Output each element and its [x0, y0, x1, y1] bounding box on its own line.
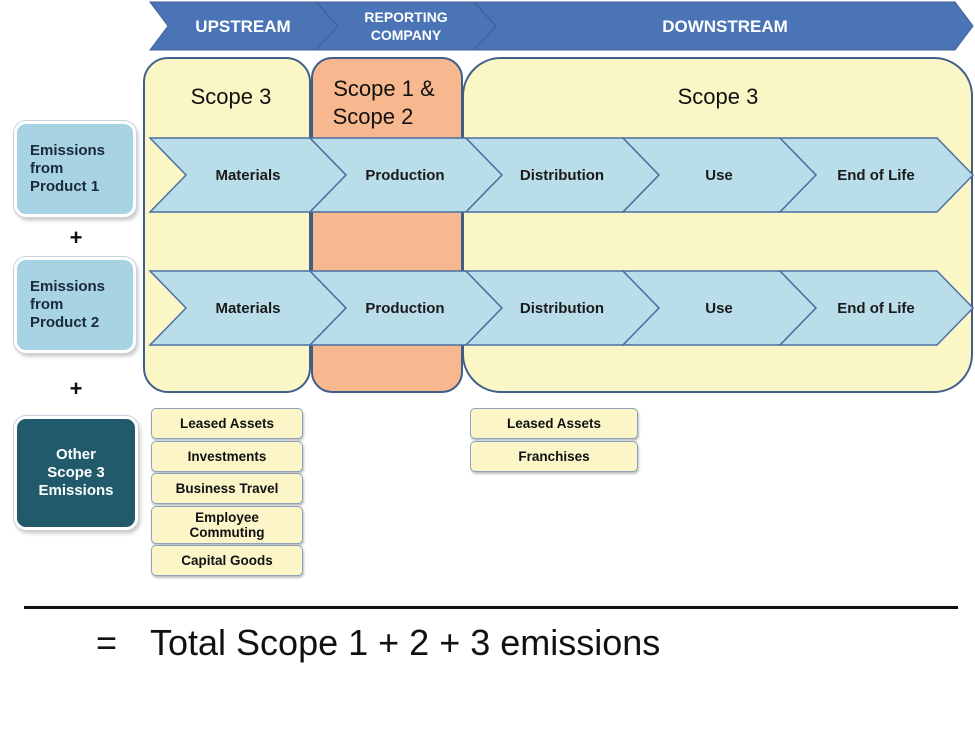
stage-label-use: Use — [705, 300, 733, 317]
tag-label: Business Travel — [175, 481, 279, 496]
downstream-header-arrow — [472, 1, 974, 51]
stage-label-end-of-life: End of Life — [837, 300, 915, 317]
tag-label: Investments — [187, 449, 267, 464]
tag-label: Capital Goods — [181, 553, 273, 568]
product2-label-line3: Product 2 — [30, 314, 100, 331]
upstream-scope-label: Scope 3 — [191, 84, 272, 109]
tag-label: Franchises — [518, 449, 590, 464]
downstream-header-label: DOWNSTREAM — [662, 17, 788, 36]
product1-label-line3: Product 1 — [30, 178, 100, 195]
tag-label: Leased Assets — [179, 416, 275, 431]
stage-arrow-end-of-life — [778, 270, 975, 346]
equals-sign: = — [96, 622, 118, 663]
upstream-tag-business-travel: Business Travel — [151, 473, 303, 504]
product1-emissions-box: Emissions from Product 1 — [14, 121, 136, 217]
tag-label-line2: Commuting — [189, 525, 265, 540]
company-scope-label-line1: Scope 1 & — [333, 76, 435, 101]
other-label-line3: Emissions — [38, 482, 114, 499]
other-label-line2: Scope 3 — [47, 464, 105, 481]
upstream-tag-capital-goods: Capital Goods — [151, 545, 303, 576]
stage-label-materials: Materials — [215, 167, 280, 184]
downstream-tag-franchises: Franchises — [470, 441, 638, 472]
product2-label-line2: from — [30, 296, 64, 313]
upstream-tag-leased-assets: Leased Assets — [151, 408, 303, 439]
stage-label-end-of-life: End of Life — [837, 167, 915, 184]
upstream-header-label: UPSTREAM — [195, 17, 290, 36]
tag-label-line1: Employee — [195, 510, 259, 525]
product1-label-line1: Emissions — [30, 142, 106, 159]
upstream-tag-employee-commuting: Employee Commuting — [151, 506, 303, 544]
stage-label-use: Use — [705, 167, 733, 184]
plus-sign: + — [69, 225, 83, 250]
header-bar: UPSTREAM REPORTING COMPANY DOWNSTREAM — [149, 1, 974, 51]
stage-label-distribution: Distribution — [520, 300, 604, 317]
company-scope-label-line2: Scope 2 — [333, 104, 414, 129]
reporting-header-label-line1: REPORTING — [364, 9, 447, 25]
stage-label-production: Production — [365, 167, 444, 184]
upstream-tag-investments: Investments — [151, 441, 303, 472]
product1-stage-row: Materials Production Distribution Use En… — [148, 137, 975, 213]
product1-label-line2: from — [30, 160, 64, 177]
other-label-line1: Other — [55, 446, 96, 463]
total-emissions-equation: = Total Scope 1 + 2 + 3 emissions — [96, 622, 660, 748]
product2-stage-row: Materials Production Distribution Use En… — [148, 270, 975, 346]
stage-label-materials: Materials — [215, 300, 280, 317]
product2-emissions-box: Emissions from Product 2 — [14, 257, 136, 353]
total-emissions-text: Total Scope 1 + 2 + 3 emissions — [150, 622, 661, 663]
stage-label-distribution: Distribution — [520, 167, 604, 184]
reporting-header-label-line2: COMPANY — [371, 27, 442, 43]
product2-label-line1: Emissions — [30, 278, 106, 295]
plus-sign: + — [69, 376, 83, 401]
other-scope3-box: Other Scope 3 Emissions — [14, 416, 138, 530]
tag-label: Leased Assets — [506, 416, 602, 431]
downstream-scope-label: Scope 3 — [678, 84, 759, 109]
stage-label-production: Production — [365, 300, 444, 317]
sum-divider-line — [24, 606, 958, 609]
stage-arrow-end-of-life — [778, 137, 975, 213]
downstream-tag-leased-assets: Leased Assets — [470, 408, 638, 439]
value-chain-diagram: UPSTREAM REPORTING COMPANY DOWNSTREAM Sc… — [143, 1, 975, 393]
